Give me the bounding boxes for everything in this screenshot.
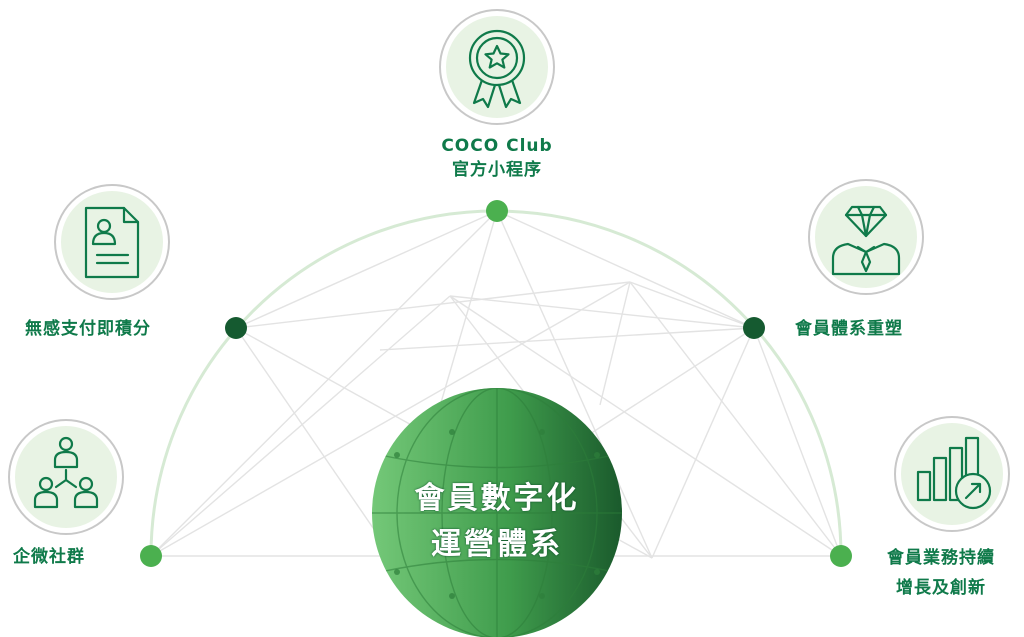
node-label-rebuild: 會員體系重塑 (795, 317, 903, 341)
dot-rebuild (743, 317, 765, 339)
node-label-mini-line1: COCO Club (441, 136, 553, 156)
dot-mini (486, 200, 508, 222)
node-label-wecom-line1: 企微社群 (13, 547, 85, 567)
node-label-growth: 會員業務持續 增長及創新 (866, 543, 1016, 603)
hub-title-line2: 運營體系 (431, 527, 563, 562)
growth-chart-arrow-icon (894, 416, 1010, 532)
dot-growth (830, 545, 852, 567)
node-label-wecom: 企微社群 (13, 545, 85, 569)
node-label-mini: COCO Club 官方小程序 (417, 134, 577, 182)
people-network-icon (8, 419, 124, 535)
node-label-rebuild-line1: 會員體系重塑 (795, 319, 903, 339)
diamond-person-icon (808, 179, 924, 295)
award-star-ribbon-icon (439, 9, 555, 125)
node-label-growth-line1: 會員業務持續 (887, 548, 995, 568)
hub-globe (372, 388, 622, 637)
member-card-document-icon (54, 184, 170, 300)
dot-payment (225, 317, 247, 339)
node-label-payment-line1: 無感支付即積分 (25, 319, 151, 339)
hub-title-line1: 會員數字化 (414, 481, 580, 516)
hub-title: 會員數字化 運營體系 (376, 476, 618, 568)
node-label-growth-line2: 增長及創新 (896, 578, 986, 598)
dot-wecom (140, 545, 162, 567)
node-label-mini-line2: 官方小程序 (452, 160, 542, 180)
node-label-payment: 無感支付即積分 (25, 317, 151, 341)
